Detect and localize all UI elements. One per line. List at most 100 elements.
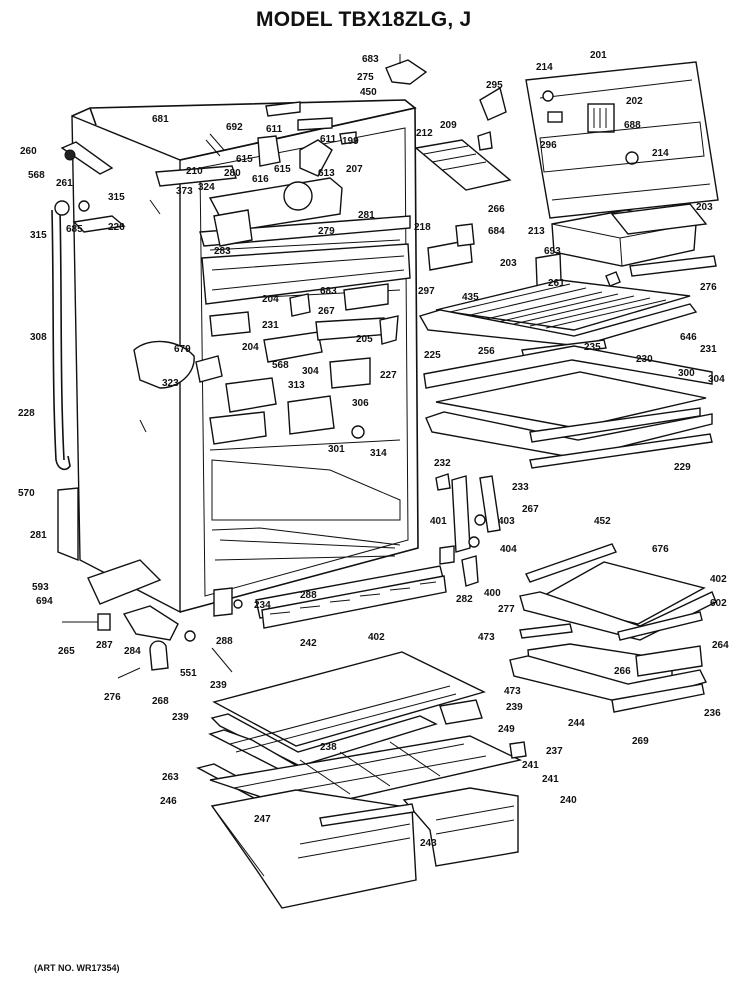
part-label-199: 199 xyxy=(342,136,359,147)
part-label-276: 276 xyxy=(104,692,121,703)
part-label-233: 233 xyxy=(512,482,529,493)
part-label-261: 261 xyxy=(548,278,565,289)
part-label-452: 452 xyxy=(594,516,611,527)
top-controls xyxy=(155,101,411,305)
part-label-287: 287 xyxy=(96,640,113,651)
part-label-308: 308 xyxy=(30,332,47,343)
freezer-drawers xyxy=(196,651,527,909)
part-label-683: 683 xyxy=(320,286,337,297)
part-label-268: 268 xyxy=(152,696,169,707)
part-label-568: 568 xyxy=(272,360,289,371)
part-label-204: 204 xyxy=(242,342,259,353)
part-label-239: 239 xyxy=(172,712,189,723)
part-label-213: 213 xyxy=(528,226,545,237)
part-label-602: 602 xyxy=(710,598,727,609)
part-label-694: 694 xyxy=(36,596,53,607)
part-label-249: 249 xyxy=(498,724,515,735)
mid-controls xyxy=(133,283,399,445)
right-lower-parts xyxy=(435,473,717,713)
part-label-230: 230 xyxy=(636,354,653,365)
part-label-288: 288 xyxy=(300,590,317,601)
art-number: (ART NO. WR17354) xyxy=(34,963,120,973)
part-label-218: 218 xyxy=(414,222,431,233)
part-label-615: 615 xyxy=(236,154,253,165)
part-label-282: 282 xyxy=(456,594,473,605)
right-shelves xyxy=(418,279,713,469)
part-label-304: 304 xyxy=(708,374,725,385)
part-label-244: 244 xyxy=(568,718,585,729)
part-label-214: 214 xyxy=(652,148,669,159)
part-label-275: 275 xyxy=(357,72,374,83)
part-label-281: 281 xyxy=(358,210,375,221)
part-label-239: 239 xyxy=(210,680,227,691)
part-label-229: 229 xyxy=(674,462,691,473)
part-label-241: 241 xyxy=(542,774,559,785)
cabinet-shell xyxy=(71,99,419,614)
part-label-611: 611 xyxy=(266,124,283,135)
part-label-241: 241 xyxy=(522,760,539,771)
part-label-315: 315 xyxy=(30,230,47,241)
part-label-260: 260 xyxy=(20,146,37,157)
part-label-236: 236 xyxy=(704,708,721,719)
part-label-228: 228 xyxy=(18,408,35,419)
part-label-323: 323 xyxy=(162,378,179,389)
grille-and-trim xyxy=(213,565,447,629)
part-label-256: 256 xyxy=(478,346,495,357)
part-label-283: 283 xyxy=(214,246,231,257)
part-label-205: 205 xyxy=(356,334,373,345)
part-label-263: 263 xyxy=(162,772,179,783)
part-label-314: 314 xyxy=(370,448,387,459)
part-label-402: 402 xyxy=(368,632,385,643)
part-label-266: 266 xyxy=(488,204,505,215)
part-label-313: 313 xyxy=(288,380,305,391)
part-label-295: 295 xyxy=(486,80,503,91)
part-label-280: 280 xyxy=(224,168,241,179)
part-label-277: 277 xyxy=(498,604,515,615)
part-label-267: 267 xyxy=(318,306,335,317)
part-label-209: 209 xyxy=(440,120,457,131)
part-label-570: 570 xyxy=(18,488,35,499)
part-label-402: 402 xyxy=(710,574,727,585)
part-label-202: 202 xyxy=(626,96,643,107)
part-label-296: 296 xyxy=(540,140,557,151)
part-label-231: 231 xyxy=(262,320,279,331)
drain-tube xyxy=(51,209,71,471)
part-label-616: 616 xyxy=(252,174,269,185)
part-label-247: 247 xyxy=(254,814,271,825)
part-label-246: 246 xyxy=(160,796,177,807)
part-label-264: 264 xyxy=(712,640,729,651)
part-label-279: 279 xyxy=(318,226,335,237)
part-label-400: 400 xyxy=(484,588,501,599)
part-label-288: 288 xyxy=(216,636,233,647)
part-label-266: 266 xyxy=(614,666,631,677)
part-label-373: 373 xyxy=(176,186,193,197)
part-label-203: 203 xyxy=(696,202,713,213)
part-label-201: 201 xyxy=(590,50,607,61)
part-label-207: 207 xyxy=(346,164,363,175)
part-label-212: 212 xyxy=(416,128,433,139)
part-label-231: 231 xyxy=(700,344,717,355)
part-label-676: 676 xyxy=(652,544,669,555)
part-label-238: 238 xyxy=(320,742,337,753)
part-label-304: 304 xyxy=(302,366,319,377)
part-label-403: 403 xyxy=(498,516,515,527)
part-label-234: 234 xyxy=(254,600,271,611)
part-label-204: 204 xyxy=(262,294,279,305)
part-label-226: 226 xyxy=(108,222,125,233)
part-label-450: 450 xyxy=(360,87,377,98)
part-label-593: 593 xyxy=(32,582,49,593)
part-label-692: 692 xyxy=(226,122,243,133)
part-label-404: 404 xyxy=(500,544,517,555)
part-label-551: 551 xyxy=(180,668,197,679)
part-label-276: 276 xyxy=(700,282,717,293)
part-label-615: 615 xyxy=(274,164,291,175)
part-label-243: 243 xyxy=(420,838,437,849)
part-label-611: 611 xyxy=(320,134,337,145)
part-label-265: 265 xyxy=(58,646,75,657)
part-label-214: 214 xyxy=(536,62,553,73)
part-label-267: 267 xyxy=(522,504,539,515)
part-label-237: 237 xyxy=(546,746,563,757)
part-label-681: 681 xyxy=(152,114,169,125)
part-label-473: 473 xyxy=(478,632,495,643)
